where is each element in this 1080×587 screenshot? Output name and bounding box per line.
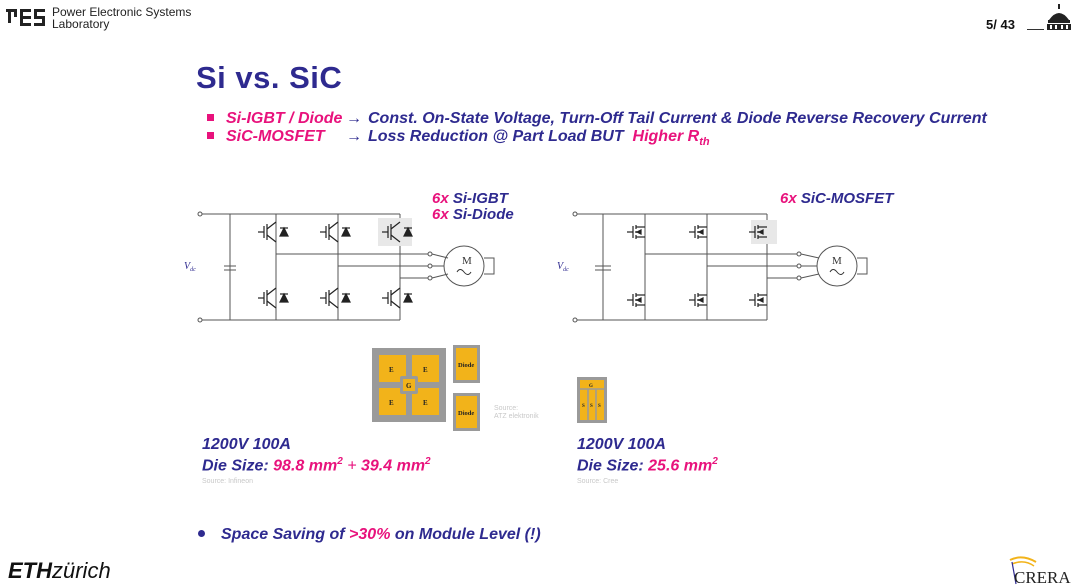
bullet-highlight-sub: th	[699, 136, 710, 149]
device: Si-IGBT	[452, 190, 508, 207]
bullet-arrow: →	[346, 128, 362, 145]
specs-right: 1200V 100A Die Size: 25.6 mm2	[577, 436, 718, 474]
circuit-left-diagram: M Vdc	[184, 211, 495, 323]
eth-dome-icon	[1047, 4, 1071, 30]
svg-text:E: E	[423, 366, 428, 374]
circuit-right-label: 6x SiC-MOSFET	[780, 191, 893, 207]
bullet-text: Const. On-State Voltage, Turn-Off Tail C…	[368, 110, 987, 127]
svg-text:G: G	[406, 382, 412, 390]
bullet-text: Loss Reduction @ Part Load BUT	[368, 128, 624, 145]
specs-right-die-size: Die Size: 25.6 mm2	[577, 456, 718, 475]
bottom-bullet: Space Saving of >30% on Module Level (!)	[198, 526, 541, 544]
page-total: 43	[1000, 17, 1015, 32]
count: 6x	[780, 190, 797, 207]
mosfet-switch-icons	[627, 225, 767, 307]
svg-text:S: S	[582, 404, 585, 409]
specs-right-source: Source: Cree	[577, 478, 619, 485]
bullet-dot-icon	[198, 530, 205, 537]
specs-left-die-size: Die Size: 98.8 mm2 + 39.4 mm2	[202, 456, 431, 475]
bullet-term: SiC-MOSFET	[226, 128, 325, 145]
lab-name: Power Electronic Systems Laboratory	[52, 6, 191, 30]
motor-label: M	[832, 255, 842, 267]
igbt-diode-die-image: E E E E G Diode Diode	[372, 345, 480, 431]
motor-label: M	[462, 255, 472, 267]
svg-text:E: E	[389, 366, 394, 374]
svg-text:Diode: Diode	[458, 410, 474, 417]
device: Si-Diode	[452, 206, 514, 223]
vdc-label: Vdc	[184, 261, 196, 273]
specs-right-rating: 1200V 100A	[577, 436, 666, 453]
device: SiC-MOSFET	[800, 190, 894, 207]
specs-left: 1200V 100A Die Size: 98.8 mm2 + 39.4 mm2	[202, 436, 431, 474]
svg-text:CRERA: CRERA	[1014, 568, 1071, 586]
crera-logo: CRERA	[1009, 556, 1071, 586]
bullet-si-igbt: Si-IGBT / Diode→ Const. On-State Voltage,…	[207, 110, 987, 128]
count: 6x	[432, 190, 449, 207]
count: 6x	[432, 206, 449, 223]
lab-name-line2: Laboratory	[52, 17, 110, 31]
svg-text:E: E	[423, 399, 428, 407]
svg-text:E: E	[389, 399, 394, 407]
circuit-right-diagram: M Vdc	[557, 211, 868, 323]
vdc-label: Vdc	[557, 261, 569, 273]
circuit-left-label1: 6x Si-IGBT	[432, 191, 508, 207]
eth-zurich-logo: ETHzürich	[8, 558, 111, 583]
lab-name-line1: Power Electronic Systems	[52, 5, 192, 19]
slide-title: Si vs. SiC	[196, 60, 343, 95]
bullet-square-icon	[207, 114, 214, 121]
svg-text:Diode: Diode	[458, 362, 474, 369]
svg-text:G: G	[589, 384, 593, 389]
circuit-left-label2: 6x Si-Diode	[432, 207, 514, 223]
svg-text:S: S	[598, 404, 601, 409]
sic-mosfet-die-image: G S S S	[577, 377, 607, 423]
bullet-sic-mosfet: SiC-MOSFET → Loss Reduction @ Part Load BU…	[207, 128, 710, 151]
igbt-switch-icons	[258, 218, 413, 309]
bullet-term: Si-IGBT / Diode	[226, 110, 343, 127]
bullet-square-icon	[207, 132, 214, 139]
specs-left-source: Source: Infineon	[202, 478, 253, 485]
svg-text:S: S	[590, 404, 593, 409]
page-progress-line	[1027, 29, 1044, 30]
die-left-image-source: Source: ATZ elektronik	[494, 405, 539, 420]
bullet-highlight: Higher R	[632, 128, 700, 145]
page-current: 5	[986, 17, 994, 32]
specs-left-rating: 1200V 100A	[202, 436, 291, 453]
pes-logo	[6, 9, 45, 26]
bullet-arrow: →	[346, 110, 362, 127]
page-number: 5/ 43	[986, 17, 1015, 32]
